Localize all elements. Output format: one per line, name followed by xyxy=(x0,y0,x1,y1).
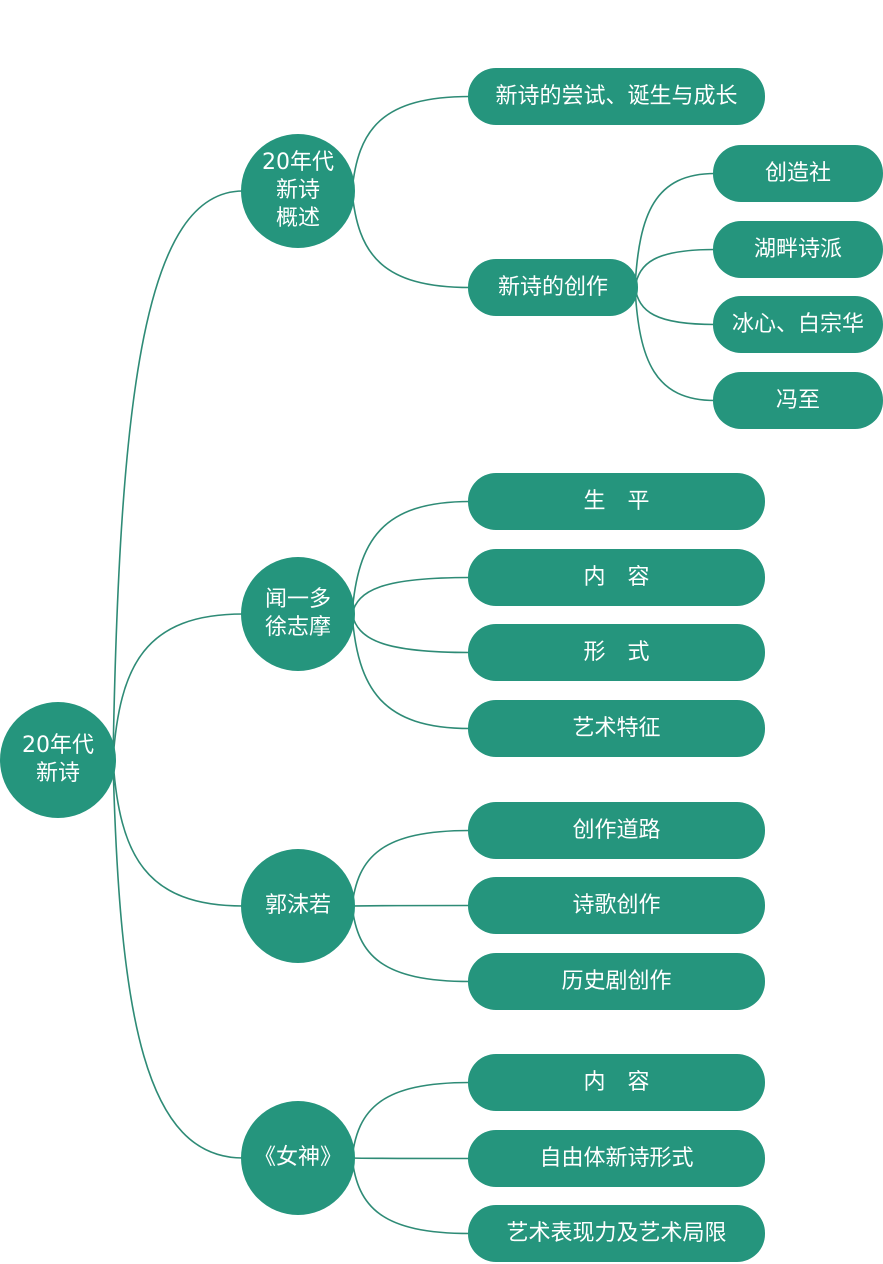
branch-overview-label: 20年代 新诗 概述 xyxy=(262,150,334,231)
topic-chuangzao-she: 创造社 xyxy=(713,145,883,202)
topic-biography: 生 平 xyxy=(468,473,765,530)
connector-c0-1-3 xyxy=(634,287,716,402)
topic-new-poetry-creation-label: 新诗的创作 xyxy=(497,274,608,300)
branch-wen-xu-node: 闻一多 徐志摩 xyxy=(241,557,355,671)
connector-c0-0 xyxy=(351,95,471,192)
topic-art-features: 艺术特征 xyxy=(468,700,765,757)
topic-creative-path-label: 创作道路 xyxy=(572,817,661,843)
topic-art-features-label: 艺术特征 xyxy=(572,715,661,741)
topic-free-verse-form-label: 自由体新诗形式 xyxy=(539,1145,694,1171)
connector-c0 xyxy=(112,190,244,761)
connector-c1 xyxy=(112,613,244,761)
connector-c3 xyxy=(112,759,244,1159)
topic-art-expression-label: 艺术表现力及艺术局限 xyxy=(506,1220,727,1246)
topic-biography-label: 生 平 xyxy=(583,488,650,514)
topic-nvshen-content: 内 容 xyxy=(468,1054,765,1111)
topic-new-poetry-birth: 新诗的尝试、诞生与成长 xyxy=(468,68,765,125)
connector-c0-1-1 xyxy=(634,248,716,288)
connector-c1-3 xyxy=(351,613,471,730)
topic-lakeside-poets: 湖畔诗派 xyxy=(713,221,883,278)
topic-new-poetry-creation: 新诗的创作 xyxy=(468,259,638,316)
root-node-label: 20年代 新诗 xyxy=(22,733,94,786)
topic-poetry-creation: 诗歌创作 xyxy=(468,877,765,934)
topic-history-drama: 历史剧创作 xyxy=(468,953,765,1010)
topic-lakeside-poets-label: 湖畔诗派 xyxy=(753,236,842,262)
connector-c1-1 xyxy=(351,576,471,615)
topic-creative-path: 创作道路 xyxy=(468,802,765,859)
root-node: 20年代 新诗 xyxy=(0,702,116,818)
branch-overview-node: 20年代 新诗 概述 xyxy=(241,134,355,248)
topic-content: 内 容 xyxy=(468,549,765,606)
topic-bing-xin-bai-label: 冰心、白宗华 xyxy=(731,311,864,337)
topic-feng-zhi-label: 冯至 xyxy=(775,387,820,413)
topic-bing-xin-bai: 冰心、白宗华 xyxy=(713,296,883,353)
connector-c3-2 xyxy=(351,1157,471,1235)
branch-guo-moruo-node: 郭沫若 xyxy=(241,849,355,963)
topic-art-expression: 艺术表现力及艺术局限 xyxy=(468,1205,765,1262)
branch-nvshen-node: 《女神》 xyxy=(241,1101,355,1215)
connector-c1-0 xyxy=(351,500,471,615)
topic-history-drama-label: 历史剧创作 xyxy=(561,968,672,994)
connector-c0-1-0 xyxy=(634,172,716,288)
branch-wen-xu-label: 闻一多 徐志摩 xyxy=(264,587,331,640)
connector-c0-1 xyxy=(351,190,471,289)
branch-guo-moruo-label: 郭沫若 xyxy=(264,893,331,918)
topic-feng-zhi: 冯至 xyxy=(713,372,883,429)
topic-chuangzao-she-label: 创造社 xyxy=(764,160,831,186)
connector-c2-0 xyxy=(351,829,471,907)
topic-form: 形 式 xyxy=(468,624,765,681)
topic-new-poetry-birth-label: 新诗的尝试、诞生与成长 xyxy=(495,83,738,109)
topic-free-verse-form: 自由体新诗形式 xyxy=(468,1130,765,1187)
connector-c2 xyxy=(112,759,244,907)
topic-nvshen-content-label: 内 容 xyxy=(583,1069,650,1095)
connector-c2-1 xyxy=(351,904,471,907)
connector-c0-1-2 xyxy=(634,287,716,326)
topic-poetry-creation-label: 诗歌创作 xyxy=(572,892,661,918)
connector-c2-2 xyxy=(351,905,471,983)
topic-form-label: 形 式 xyxy=(583,639,650,665)
topic-content-label: 内 容 xyxy=(583,564,650,590)
connector-c3-1 xyxy=(351,1157,471,1160)
branch-nvshen-label: 《女神》 xyxy=(253,1145,342,1170)
connector-c1-2 xyxy=(351,613,471,654)
connector-c3-0 xyxy=(351,1081,471,1159)
